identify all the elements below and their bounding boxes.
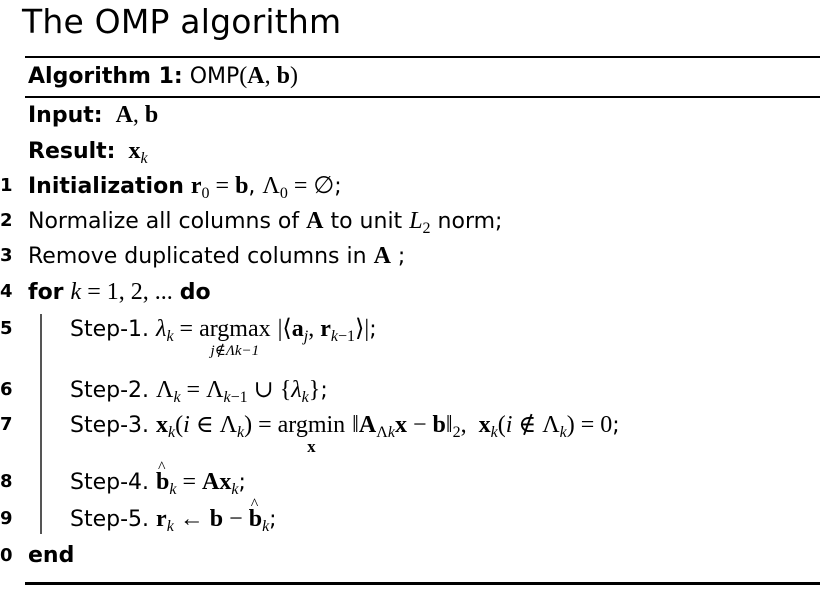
line-number: 2 [0,210,13,231]
result-value: x [128,138,141,164]
argmin-subscript: x [307,437,316,456]
keyword-initialization: Initialization [28,174,184,199]
algorithm-caption-rule [25,96,820,98]
keyword-do: do [179,280,211,305]
loop-body-bar [40,314,42,534]
step-label: Step-5. [70,507,150,532]
step-label: Step-3. [70,413,150,438]
line-number: 1 [0,175,13,196]
step-label: Step-1. [70,317,150,342]
input-label: Input: [28,103,103,128]
step-label: Step-2. [70,378,150,403]
keyword-end: end [28,543,75,568]
result-label: Result: [28,139,116,164]
line-number: 0 [0,545,13,566]
keyword-for: for [28,280,64,305]
line-number: 7 [0,414,13,435]
step-label: Step-4. [70,470,150,495]
line-number: 9 [0,508,13,529]
line-number: 4 [0,281,13,302]
line-number: 8 [0,471,13,492]
algorithm-top-rule [25,56,820,58]
line-number: 6 [0,379,13,400]
caption-name: OMP [189,64,240,89]
argmax-subscript: j∉Λk−1 [210,343,260,359]
algorithm-bottom-rule [25,582,820,585]
line-number: 3 [0,245,13,266]
slide-title: The OMP algorithm [22,2,342,41]
line-number: 5 [0,318,13,339]
caption-label: Algorithm 1: [28,64,183,89]
